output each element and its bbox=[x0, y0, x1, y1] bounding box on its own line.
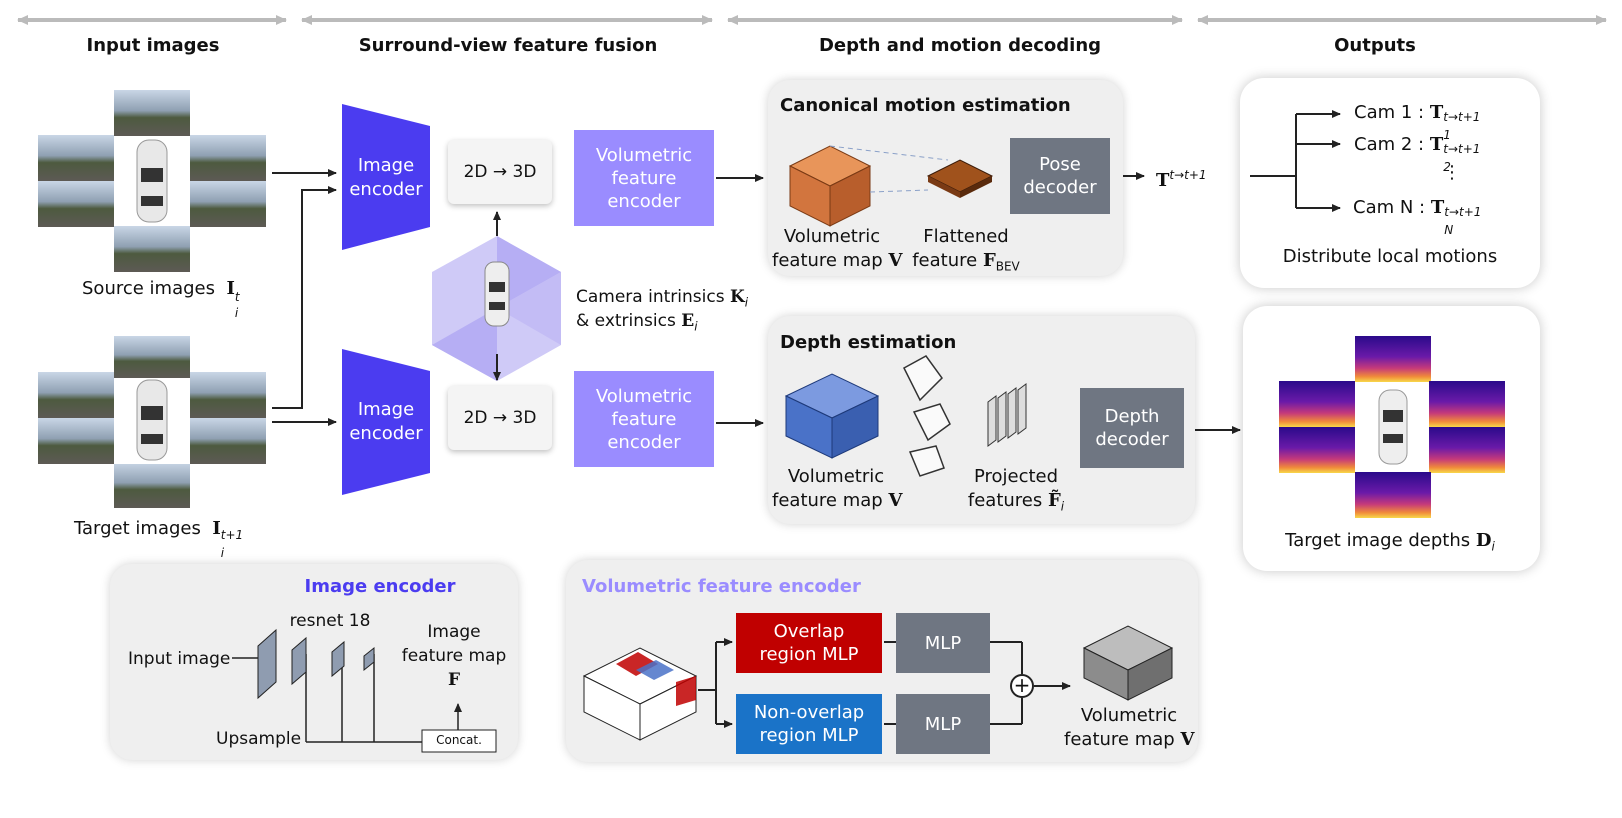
upsample-label: Upsample bbox=[216, 729, 302, 749]
local-motions-panel bbox=[1240, 78, 1540, 288]
image-encoder-detail-title: Image encoder bbox=[304, 576, 456, 597]
car-icon bbox=[1378, 389, 1408, 465]
cams-ellipsis: ⋮ bbox=[1443, 162, 1461, 183]
sum-node-label: + bbox=[1013, 673, 1031, 697]
sum-node bbox=[1010, 674, 1034, 698]
depth-vol-map-label: Volumetric feature map V bbox=[772, 466, 903, 511]
lift-2d-3d-bottom: 2D → 3D bbox=[448, 386, 552, 450]
depth-panel-title: Depth estimation bbox=[780, 332, 957, 353]
car-icon bbox=[136, 379, 168, 461]
mlp-bottom: MLP bbox=[896, 694, 990, 754]
vfe-diagram bbox=[582, 625, 1174, 741]
camera-extrinsics-label: & extrinsics Ei bbox=[576, 311, 698, 334]
depth-cubes bbox=[784, 355, 1027, 477]
car-icon bbox=[136, 139, 168, 223]
header-outputs: Outputs bbox=[1334, 35, 1416, 56]
voxel-grid-icon bbox=[582, 647, 698, 741]
resnet-layers bbox=[257, 628, 375, 700]
input-arrows bbox=[272, 169, 337, 426]
concat-label: Concat. bbox=[436, 733, 482, 747]
vfe-output-label: Volumetric feature map V bbox=[1064, 705, 1195, 750]
header-decoding: Depth and motion decoding bbox=[818, 35, 1102, 56]
image-encoder-bottom bbox=[342, 349, 430, 495]
resnet-diagram bbox=[232, 628, 497, 753]
target-depths-label: Target image depths Di bbox=[1285, 530, 1495, 554]
distribute-label: Distribute local motions bbox=[1282, 246, 1498, 267]
header-input-images: Input images bbox=[86, 35, 220, 56]
lift-2d-3d-top: 2D → 3D bbox=[448, 140, 552, 204]
target-image-mosaic bbox=[38, 336, 266, 508]
camera-params-label: Camera intrinsics Ki bbox=[576, 287, 749, 310]
image-encoder-detail-panel bbox=[110, 564, 518, 760]
global-motion-T: Tt→t+1 bbox=[1156, 168, 1207, 191]
input-image-label: Input image bbox=[128, 649, 231, 669]
concat-box bbox=[421, 729, 497, 753]
depth-map-icon bbox=[1279, 336, 1505, 518]
resnet-label: resnet 18 bbox=[289, 611, 371, 631]
vfe-detail-title: Volumetric feature encoder bbox=[582, 576, 861, 597]
motion-vol-map-label: Volumetric feature map V bbox=[772, 226, 903, 271]
flattened-bev-icon bbox=[926, 159, 994, 198]
voxel-grid-icon bbox=[788, 145, 872, 227]
flattened-feature-label: Flattened feature FBEV bbox=[912, 226, 1020, 274]
header-fusion: Surround-view feature fusion bbox=[358, 35, 658, 56]
voxel-grid-icon bbox=[1082, 625, 1174, 701]
source-image-mosaic bbox=[38, 90, 266, 272]
camera-frustum-icon bbox=[903, 355, 951, 477]
motion-cubes bbox=[788, 145, 994, 227]
mlp-top: MLP bbox=[896, 613, 990, 673]
projected-features-icon bbox=[987, 383, 1027, 447]
depth-map-mosaic bbox=[1279, 336, 1505, 518]
motion-panel-title: Canonical motion estimation bbox=[780, 95, 1071, 116]
camera-frustum-icon bbox=[432, 236, 561, 381]
voxel-grid-icon bbox=[784, 373, 880, 459]
projected-features-label: Projected features F̃i bbox=[967, 466, 1065, 514]
image-encoder-top bbox=[342, 104, 430, 250]
distribution-tree bbox=[1250, 110, 1341, 212]
